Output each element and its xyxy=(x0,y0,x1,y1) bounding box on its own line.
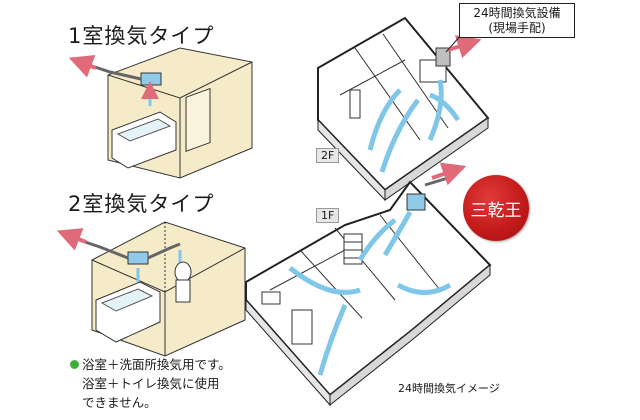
note-line-2: 浴室＋トイレ換気に使用 xyxy=(82,376,220,391)
usage-note: 浴室＋洗面所換気用です。 浴室＋トイレ換気に使用 できません。 xyxy=(70,355,231,412)
first-floor-plan xyxy=(245,162,492,407)
green-bullet-icon xyxy=(70,360,79,369)
floor-label-1f: 1F xyxy=(316,208,340,223)
ventilation-image-caption: 24時間換気イメージ xyxy=(398,382,500,395)
note-line-1: 浴室＋洗面所換気用です。 xyxy=(82,357,231,372)
one-room-bathroom-illustration xyxy=(68,47,253,179)
floor-label-2f: 2F xyxy=(316,148,340,163)
sankanou-badge: 三乾王 xyxy=(463,175,529,241)
note-line-3: できません。 xyxy=(82,395,157,410)
callout-line-1: 24時間換気設備 xyxy=(473,6,561,20)
two-room-illustration xyxy=(56,221,246,357)
second-floor-plan xyxy=(317,16,490,202)
callout-line-2: (現場手配) xyxy=(488,21,546,35)
one-room-type-heading: 1室換気タイプ xyxy=(68,24,215,48)
badge-label: 三乾王 xyxy=(470,200,522,221)
two-room-type-heading: 2室換気タイプ xyxy=(68,192,215,216)
ventilation-equipment-callout: 24時間換気設備 (現場手配) xyxy=(459,3,575,38)
